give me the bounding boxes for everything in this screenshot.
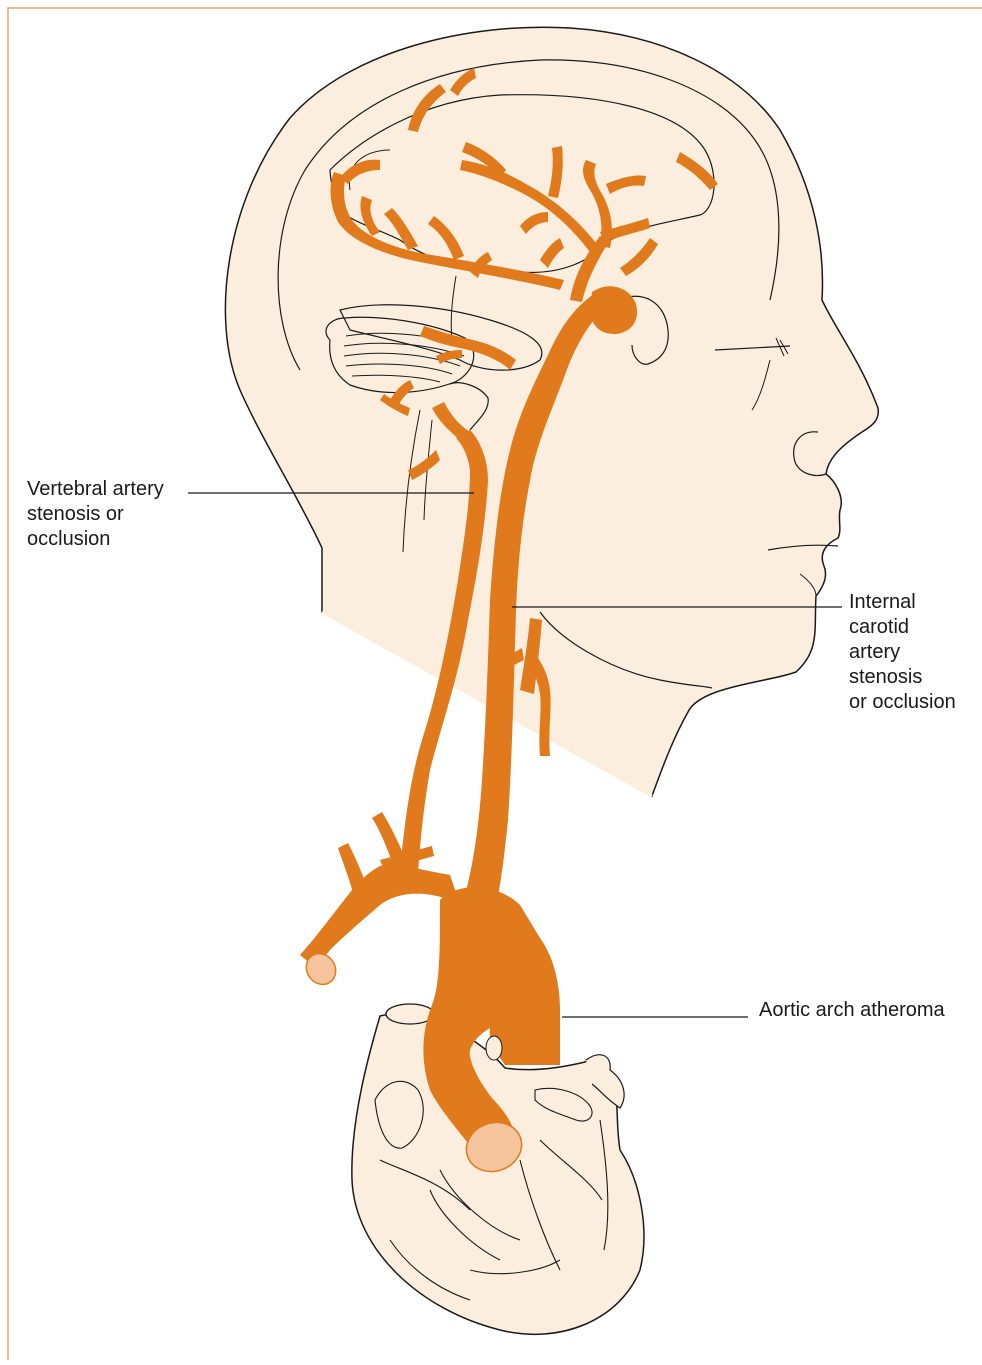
label-line: carotid [849,615,956,640]
label-line: occlusion [27,527,164,552]
vertebral-artery-label: Vertebral artery stenosis or occlusion [27,477,164,552]
brachiocephalic-artery [300,865,460,968]
label-line: or occlusion [849,690,956,715]
aortic-notch [486,1036,502,1060]
internal-carotid-label: Internal carotid artery stenosis or occl… [849,590,956,715]
subclavian-branch [338,843,370,900]
label-line: artery [849,640,956,665]
head-silhouette [225,27,878,796]
label-line: Aortic arch atheroma [759,998,945,1023]
label-line: Internal [849,590,956,615]
label-line: Vertebral artery [27,477,164,502]
label-line: stenosis or [27,502,164,527]
aortic-arch-label: Aortic arch atheroma [759,998,945,1023]
pulmonary-trunk-opening [386,1004,434,1024]
label-line: stenosis [849,665,956,690]
